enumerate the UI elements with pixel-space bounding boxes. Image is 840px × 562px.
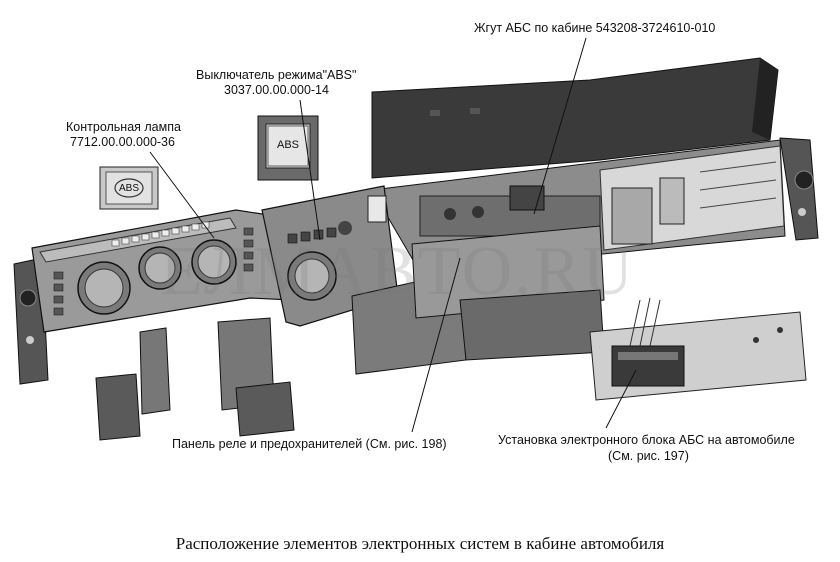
leader-abs-switch [299,99,321,241]
abs-switch-text: ABS [276,139,299,151]
lower-supports [95,317,295,441]
control-lamp-inset [99,166,159,210]
relay-panel-housing [351,225,605,375]
label-abs-switch-code: 3037.00.00.000-14 [224,83,329,97]
cab-back-wall [371,57,779,179]
leader-harness [533,37,587,215]
leader-control-lamp [149,151,215,239]
label-harness: Жгут АБС по кабине 543208-3724610-010 [474,21,716,35]
label-ecu-ref: (См. рис. 197) [608,449,689,463]
abs-ecu-mount [589,297,807,401]
label-control-lamp-code: 7712.00.00.000-36 [70,135,175,149]
leader-lines [149,37,637,433]
label-abs-switch-name: Выключатель режима"ABS" [196,68,357,82]
label-control-lamp-name: Контрольная лампа [66,120,181,134]
leader-relay-panel [411,257,461,433]
instrument-panel [31,209,293,333]
watermark: ЕЛМАВТО.RU [160,233,635,310]
right-bracket [779,137,819,241]
leader-ecu [605,369,637,429]
figure-caption: Расположение элементов электронных систе… [175,534,665,553]
abs-switch-inset [257,115,319,181]
label-relay-panel: Панель реле и предохранителей (См. рис. … [172,437,447,451]
label-ecu-name: Установка электронного блока АБС на авто… [498,433,795,447]
center-console [261,185,399,327]
control-lamp-text: ABS [118,183,139,194]
